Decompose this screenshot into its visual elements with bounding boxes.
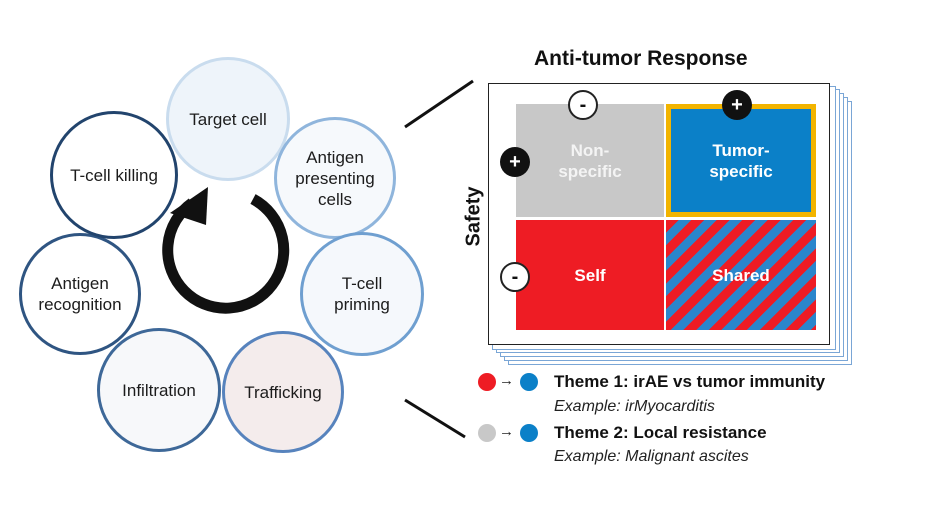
node-apc-label-2: presenting (295, 168, 375, 188)
node-apc-label-3: cells (317, 189, 352, 209)
plus-sign-side: + (500, 147, 530, 177)
zoom-line-top (404, 79, 474, 129)
node-recognition-label-2: recognition (38, 295, 122, 314)
cell-non-specific-label-1: Non- (570, 140, 610, 160)
node-apc-label-1: Antigen (306, 147, 364, 167)
cell-non-specific: Non- specific (516, 104, 664, 217)
cell-tumor-specific-label-2: specific (709, 161, 773, 181)
theme2-title: Theme 2: Local resistance (554, 423, 767, 442)
node-infiltration-label: Infiltration (122, 380, 196, 400)
theme1-title: Theme 1: irAE vs tumor immunity (554, 372, 826, 391)
theme1-arrow-icon: → (499, 372, 514, 389)
node-antigen-recognition: Antigen recognition (19, 233, 141, 355)
zoom-line-bottom (404, 398, 466, 439)
theme2-example: Example: Malignant ascites (554, 448, 749, 465)
theme1-to-dot (520, 373, 538, 391)
cell-shared-label: Shared (712, 265, 770, 285)
cell-self: Self (516, 220, 664, 330)
node-trafficking-label: Trafficking (244, 382, 322, 402)
plus-sign-side-label: + (509, 150, 521, 173)
cell-tumor-specific-label-1: Tumor- (712, 140, 770, 160)
cell-tumor-specific: Tumor- specific (666, 104, 816, 217)
node-killing-label: T-cell killing (70, 165, 158, 185)
plus-sign-top: + (722, 90, 752, 120)
theme1-from-dot (478, 373, 496, 391)
node-target-cell-label: Target cell (189, 109, 267, 129)
node-infiltration: Infiltration (97, 328, 221, 452)
zoom-connector-lines (404, 79, 474, 439)
plus-sign-top-label: + (731, 93, 743, 116)
node-priming-label-2: priming (334, 295, 390, 314)
minus-sign-top-label: - (579, 93, 587, 116)
minus-sign-side: - (500, 262, 530, 292)
node-priming-label-1: T-cell (341, 274, 383, 293)
node-trafficking: Trafficking (222, 331, 344, 453)
node-antigen-presenting-cells: Antigen presenting cells (274, 117, 396, 239)
cycle-arrow-icon (162, 187, 290, 314)
cell-non-specific-label-2: specific (558, 161, 622, 181)
node-t-cell-priming: T-cell priming (300, 232, 424, 356)
node-target-cell: Target cell (166, 57, 290, 181)
minus-sign-top: - (568, 90, 598, 120)
cell-self-label: Self (574, 265, 606, 285)
y-axis-label: Safety (462, 186, 485, 247)
theme1-example: Example: irMyocarditis (554, 398, 715, 415)
node-recognition-label-1: Antigen (51, 274, 109, 293)
cell-shared: Shared (666, 220, 816, 330)
node-t-cell-killing: T-cell killing (50, 111, 178, 239)
minus-sign-side-label: - (511, 265, 519, 288)
theme2-from-dot (478, 424, 496, 442)
theme2-arrow-icon: → (499, 423, 514, 440)
matrix-title: Anti-tumor Response (534, 47, 748, 70)
theme2-to-dot (520, 424, 538, 442)
